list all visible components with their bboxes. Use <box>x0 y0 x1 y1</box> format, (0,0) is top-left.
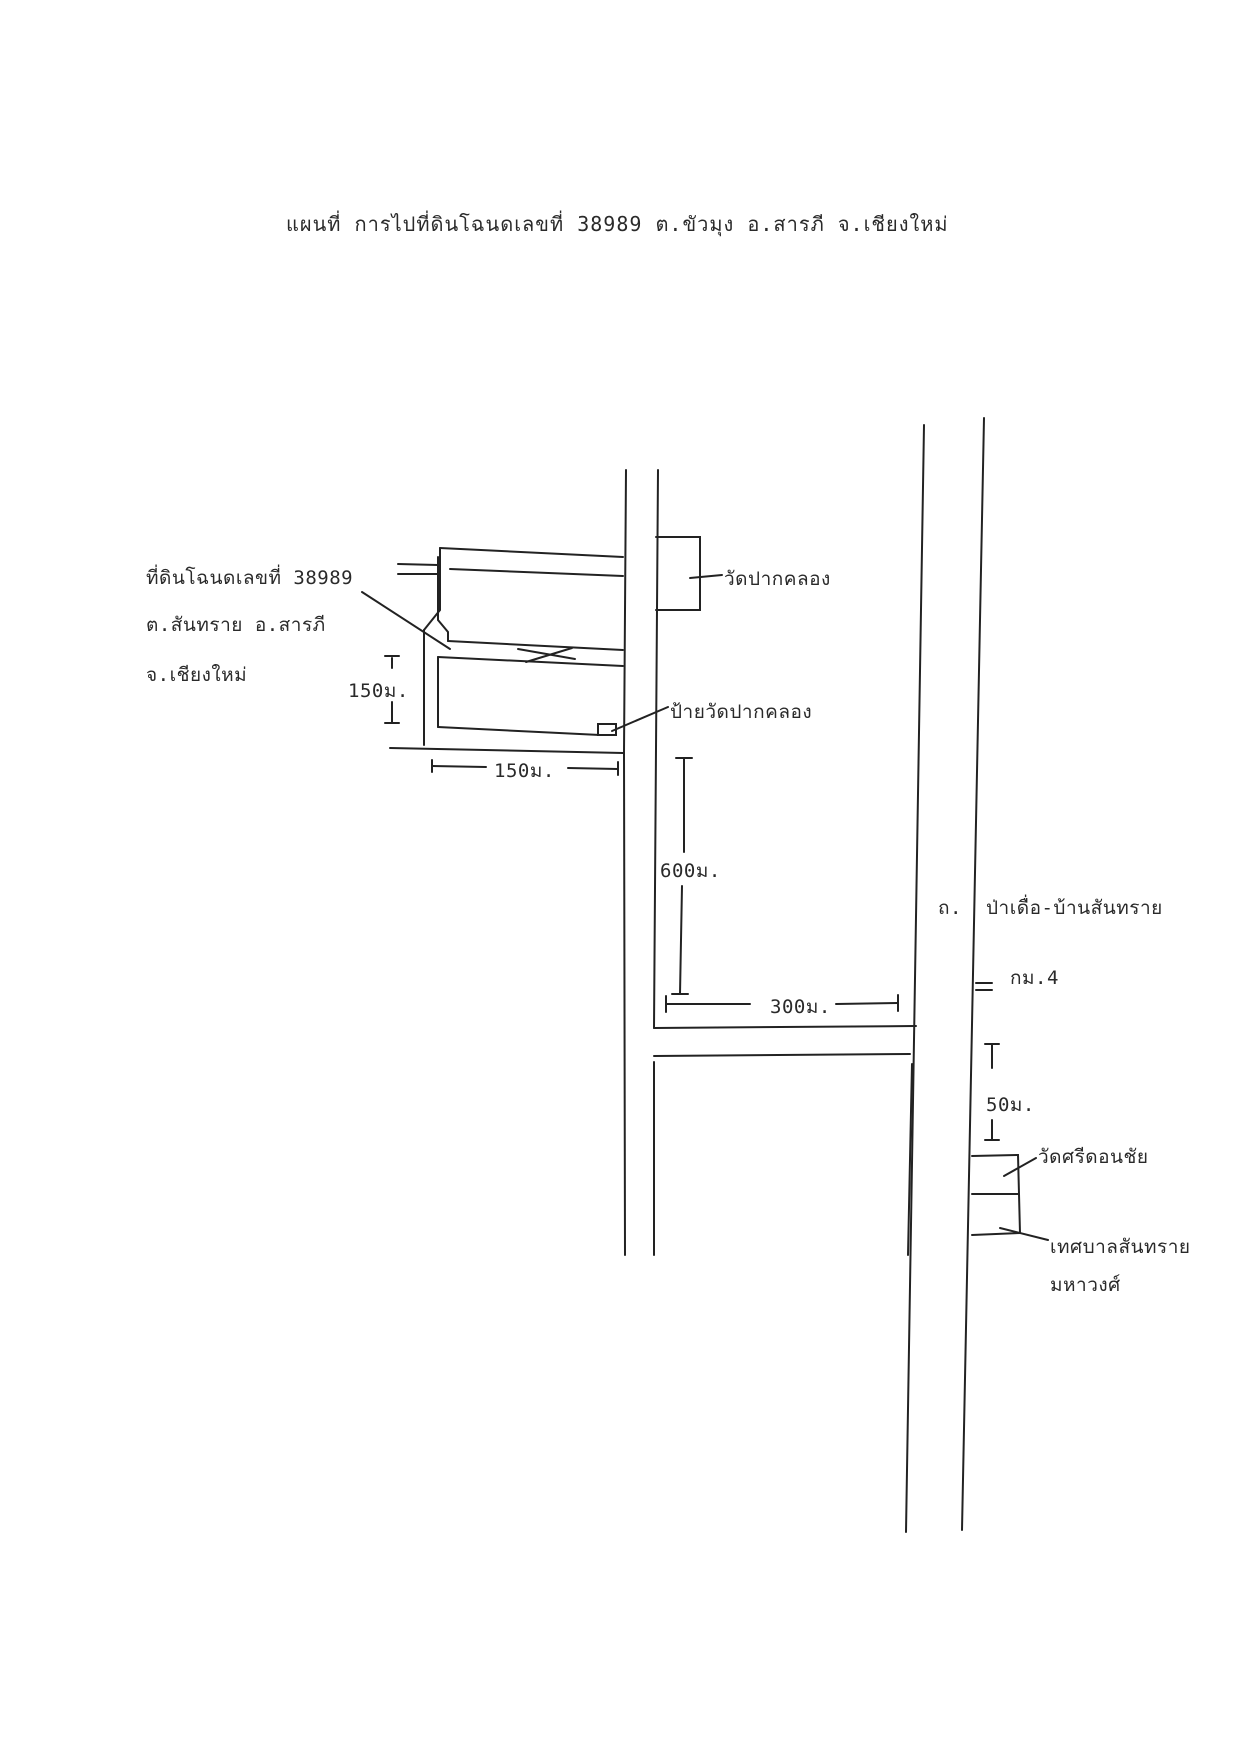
municipality-label-line1: เทศบาลสันทราย <box>1050 1236 1191 1258</box>
sign-leader <box>611 706 669 732</box>
wat-pak-klong-box <box>655 536 701 611</box>
page-title: แผนที่ การไปที่ดินโฉนดเลขที่ 38989 ต.ขัว… <box>286 212 949 236</box>
parcel-label-line3: จ.เชียงใหม่ <box>146 664 248 686</box>
km-marker-label: กม.4 <box>1010 967 1059 989</box>
soi-west-edge-lower <box>623 751 626 1256</box>
parcel-north-edge <box>447 640 624 651</box>
cross-road-north-edge <box>653 1025 917 1029</box>
dim-150-h-right <box>567 767 619 770</box>
dim-150-h-left <box>431 765 487 768</box>
dim-plot-width: 150ม. <box>494 760 555 782</box>
dim-300-right <box>835 1002 899 1005</box>
lane-stub-1 <box>397 563 439 566</box>
dim-cross-length: 300ม. <box>770 996 831 1018</box>
wat-pak-klong-label: วัดปากคลอง <box>724 568 831 590</box>
dim-600-lower <box>679 885 683 995</box>
dim-plot-height: 150ม. <box>348 680 409 702</box>
lane-south <box>389 747 624 754</box>
cross-road-south-edge <box>653 1053 911 1057</box>
parcel-x-2 <box>525 647 573 663</box>
dim-to-wat: 50ม. <box>986 1094 1035 1116</box>
municipality-leader <box>999 1227 1049 1241</box>
municipality-label-line2: มหาวงศ์ <box>1050 1274 1121 1296</box>
lane-north-outer <box>439 547 624 558</box>
parcel-label-line2: ต.สันทราย อ.สารภี <box>146 614 326 636</box>
soi-east-edge-upper <box>653 469 659 1029</box>
lane-west-kink <box>423 547 441 631</box>
sign-wat-pak-klong-label: ป้ายวัดปากคลอง <box>670 701 813 723</box>
road-prefix: ถ. <box>938 897 962 919</box>
lane-west-inner <box>437 556 449 642</box>
lane-north-inner <box>449 568 624 577</box>
parcel-label-line1: ที่ดินโฉนดเลขที่ 38989 <box>146 567 354 589</box>
parcel-leader <box>361 591 451 650</box>
road-name: ป่าเดื่อ-บ้านสันทราย <box>986 897 1163 919</box>
parcel-x-1 <box>517 648 576 660</box>
soi-west-edge-upper <box>623 469 627 753</box>
lower-block-east-edge <box>907 1063 913 1256</box>
dim-soi-length: 600ม. <box>660 860 721 882</box>
wat-si-don-chai-leader <box>1003 1157 1037 1177</box>
wat-si-don-chai-label: วัดศรีดอนชัย <box>1038 1146 1149 1168</box>
wat-pak-klong-leader <box>689 574 723 579</box>
parcel-south-edge <box>437 726 601 736</box>
main-road-east-edge <box>961 417 985 1531</box>
main-road-west-edge <box>905 424 925 1533</box>
